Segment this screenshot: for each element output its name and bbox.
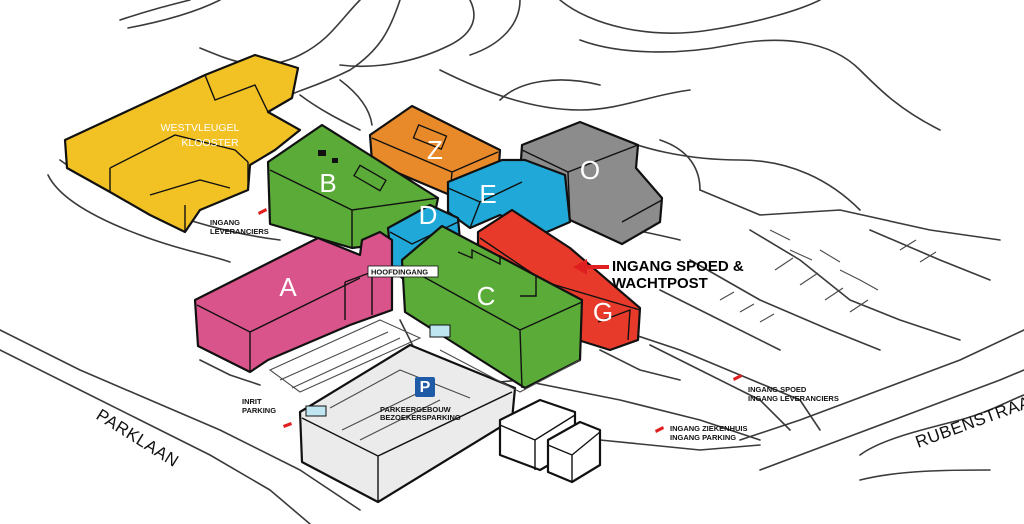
westvleugel-label-line1: WESTVLEUGEL xyxy=(161,122,240,134)
label-ingang-spoed-1: INGANG SPOED xyxy=(748,385,807,394)
building-g-letter: G xyxy=(593,297,613,327)
building-a[interactable]: A xyxy=(193,230,394,374)
spoed-callout-line2: WACHTPOST xyxy=(612,275,708,292)
westvleugel-label-line2: KLOOSTER xyxy=(181,137,239,149)
parking-label-line2: BEZOEKERSPARKING xyxy=(380,413,461,422)
building-a-letter: A xyxy=(279,272,297,302)
building-d-letter: D xyxy=(419,200,438,230)
building-b-letter: B xyxy=(319,168,336,198)
building-o[interactable]: O xyxy=(518,120,664,246)
label-hoofdingang: HOOFDINGANG xyxy=(371,268,428,277)
label-ingang-leveranciers-2: LEVERANCIERS xyxy=(210,227,269,236)
label-ingang-ziekenhuis-1: INGANG ZIEKENHUIS xyxy=(670,424,748,433)
small-outbuildings xyxy=(498,398,602,484)
spoed-callout-line1: INGANG SPOED & xyxy=(612,258,744,275)
building-c-letter: C xyxy=(477,281,496,311)
street-parklaan: PARKLAAN xyxy=(93,405,182,471)
label-inrit-parking-2: PARKING xyxy=(242,406,276,415)
label-ingang-leveranciers-1: INGANG xyxy=(210,218,240,227)
building-z-letter: Z xyxy=(427,135,443,165)
building-westvleugel[interactable]: WESTVLEUGEL KLOOSTER xyxy=(63,53,302,234)
label-inrit-parking-1: INRIT xyxy=(242,397,262,406)
parking-sign-letter: P xyxy=(420,379,431,396)
street-rubenstraat: RUBENSTRAAT xyxy=(913,389,1024,452)
label-ingang-spoed-2: INGANG LEVERANCIERS xyxy=(748,394,839,403)
label-ingang-ziekenhuis-2: INGANG PARKING xyxy=(670,433,736,442)
building-e[interactable]: E xyxy=(446,158,572,237)
entrance-canopy xyxy=(268,319,581,393)
parking-sign-icon xyxy=(415,377,435,397)
building-e-letter: E xyxy=(479,179,496,209)
building-o-letter: O xyxy=(580,155,600,185)
parking-label-line1: PARKEERGEBOUW xyxy=(380,405,452,414)
spoed-arrow-icon xyxy=(573,259,609,275)
entrance-markers xyxy=(258,208,742,433)
